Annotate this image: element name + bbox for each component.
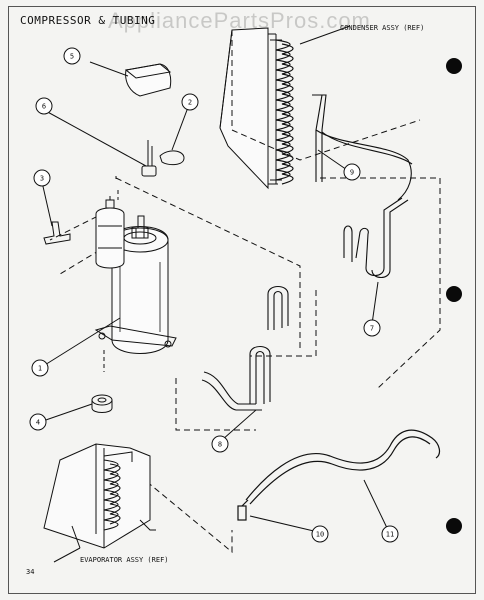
callout-7: 7 [363, 319, 381, 337]
tube-9 [312, 94, 413, 201]
terminal-clip [159, 150, 185, 166]
svg-text:5: 5 [70, 53, 74, 61]
page-number: 34 [26, 568, 35, 576]
tube-7 [343, 197, 409, 279]
callout-8: 8 [211, 435, 229, 453]
callout-5: 5 [63, 47, 81, 65]
svg-text:9: 9 [350, 169, 354, 177]
tube-11 [245, 429, 441, 505]
diagram-title: COMPRESSOR & TUBING [20, 14, 156, 27]
watermark: AppliancePartsPros.com [108, 8, 371, 33]
callout-9: 9 [343, 163, 361, 181]
svg-text:8: 8 [218, 441, 222, 449]
tube-10 [237, 499, 249, 521]
callout-11: 11 [381, 525, 399, 543]
bracket [43, 221, 71, 245]
grommet [91, 394, 113, 413]
callout-1: 1 [31, 359, 49, 377]
callout-10: 10 [311, 525, 329, 543]
svg-text:4: 4 [36, 419, 40, 427]
binder-hole-top [446, 58, 462, 74]
callout-2: 2 [181, 93, 199, 111]
page-frame [8, 6, 476, 594]
svg-text:10: 10 [316, 531, 324, 539]
callout-group: 1 2 3 4 5 6 7 [29, 47, 399, 543]
svg-text:1: 1 [38, 365, 42, 373]
callout-6: 6 [35, 97, 53, 115]
terminal-cover [124, 63, 172, 97]
svg-text:11: 11 [386, 531, 394, 539]
tube-8 [201, 285, 289, 411]
svg-text:6: 6 [42, 103, 46, 111]
svg-text:3: 3 [40, 175, 44, 183]
callout-4: 4 [29, 413, 47, 431]
overload [141, 140, 157, 177]
binder-hole-middle [446, 286, 462, 302]
svg-text:2: 2 [188, 99, 192, 107]
evaporator-note: EVAPORATOR ASSY (REF) [80, 556, 169, 564]
callout-3: 3 [33, 169, 51, 187]
accumulator [95, 196, 125, 269]
evaporator-assembly [43, 443, 156, 549]
binder-hole-bottom [446, 518, 462, 534]
svg-text:7: 7 [370, 325, 374, 333]
condenser-assembly [219, 25, 351, 190]
condenser-note: CONDENSER ASSY (REF) [340, 24, 425, 32]
